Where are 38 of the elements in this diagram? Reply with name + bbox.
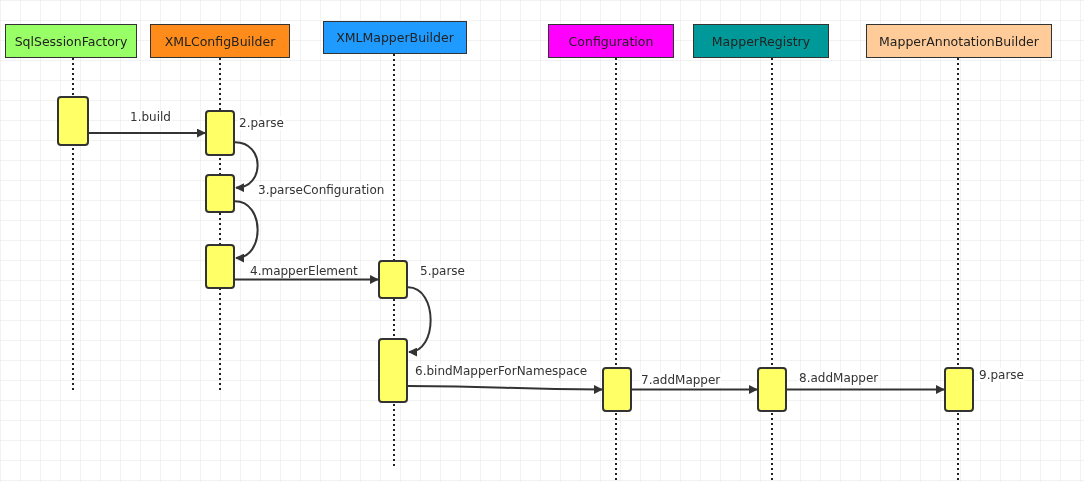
message-arrow (234, 200, 259, 262)
edge-label: 2.parse (238, 116, 285, 130)
message-label: 9.parse (978, 368, 1025, 382)
activation-bar (205, 174, 235, 213)
activation-bar (57, 96, 89, 146)
activation-bar (602, 367, 632, 412)
edge-label: 4.mapperElement (249, 264, 359, 278)
message-arrow (88, 128, 206, 138)
activation-bar (378, 260, 408, 299)
activation-bar (378, 338, 408, 403)
participant-name: XMLConfigBuilder (164, 33, 276, 49)
lifeline-header (548, 24, 674, 58)
edge-label: 8.addMapper (798, 371, 880, 385)
lifeline-header (150, 24, 290, 58)
participant-name: MapperAnnotationBuilder (879, 33, 1039, 49)
participant-name: MapperRegistry (711, 33, 811, 49)
activation-bar (205, 244, 235, 289)
message-arrow (234, 275, 379, 284)
message-arrow (786, 385, 945, 394)
participant-name: SqlSessionFactory (14, 33, 128, 49)
lifeline-header (693, 24, 829, 58)
edge-label: 1.build (129, 110, 172, 124)
participant-name: XMLMapperBuilder (336, 30, 454, 45)
activation-bar (205, 110, 235, 156)
message-arrow (407, 286, 432, 355)
message-arrow (631, 385, 758, 394)
edge-label: 7.addMapper (640, 373, 722, 387)
edge-label: 5.parse (419, 264, 466, 278)
lifeline-header (5, 24, 137, 58)
participant-name: Configuration (568, 33, 654, 49)
edge-label: 6.bindMapperForNamespace (414, 364, 589, 378)
lifeline-header (866, 24, 1052, 58)
lifeline-header (323, 21, 467, 54)
activation-bar (757, 367, 787, 412)
message-arrow (407, 385, 603, 394)
activation-bar (944, 367, 974, 412)
edge-label: 3.parseConfiguration (257, 183, 386, 197)
message-arrow (234, 141, 259, 192)
